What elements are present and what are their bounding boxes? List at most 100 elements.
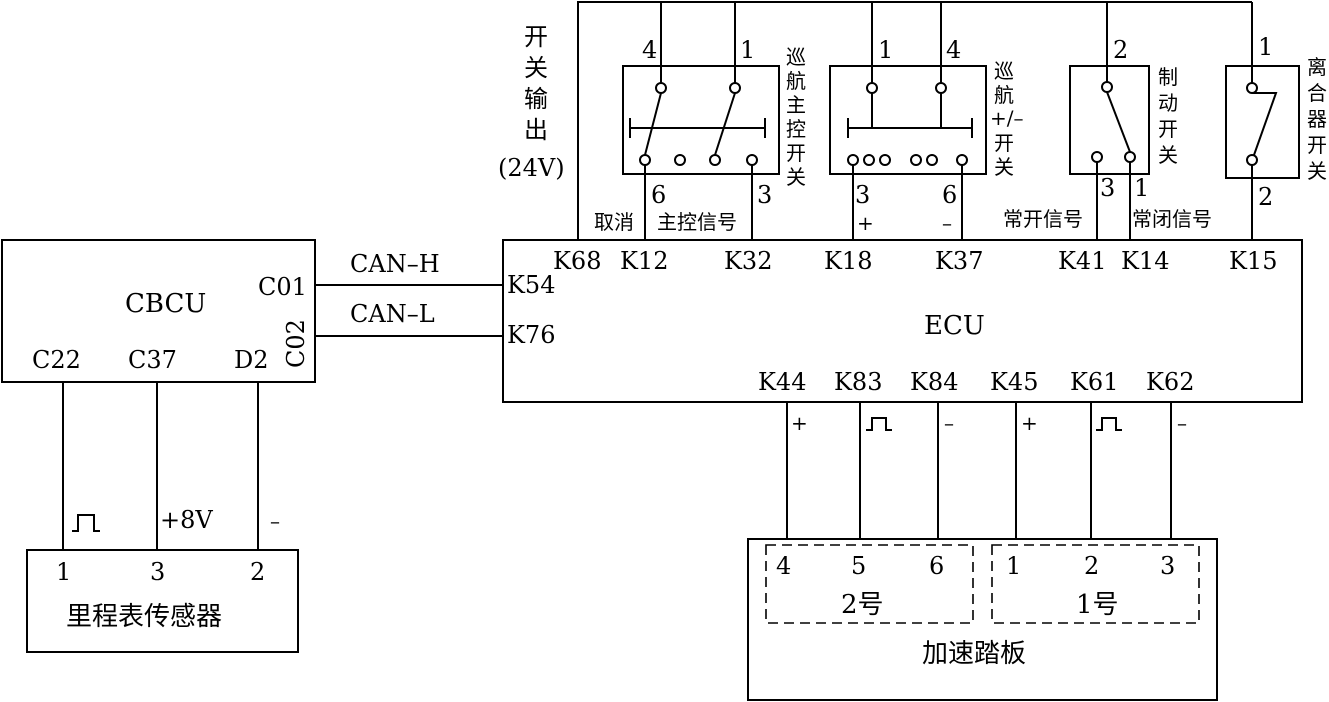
can-h-label: CAN–H <box>350 250 440 278</box>
odometer-name: 里程表传感器 <box>66 602 222 632</box>
brake-switch-nc-signal: 常闭信号 <box>1132 207 1212 231</box>
cbcu-pin-c37: C37 <box>128 346 177 374</box>
pm-switch-char-1: 巡 <box>994 59 1014 83</box>
brake-switch-char-3: 开 <box>1158 117 1178 141</box>
main-switch-char-2: 航 <box>786 69 806 93</box>
brake-switch-pin-3: 3 <box>1100 174 1115 202</box>
can-bus: CAN–H CAN–L <box>315 250 503 337</box>
main-switch-char-6: 关 <box>786 165 806 189</box>
can-l-label: CAN–L <box>350 300 435 328</box>
brake-switch-char-4: 关 <box>1158 143 1178 167</box>
odometer-power-label: +8V <box>160 506 213 534</box>
ecu-pin-k84: K84 <box>910 368 958 396</box>
ecu-pin-k18: K18 <box>824 247 872 275</box>
main-switch-main-signal: 主控信号 <box>657 210 737 234</box>
pedal-plus-sign-a: + <box>791 411 808 435</box>
main-switch-pin-1: 1 <box>740 36 755 64</box>
pulse-signal-icon <box>1096 417 1122 431</box>
clutch-switch: 1 2 离 合 器 开 关 <box>1225 33 1327 240</box>
odometer-ground-label: – <box>270 509 280 533</box>
brake-switch-no-signal: 常开信号 <box>1003 207 1083 231</box>
clutch-switch-pin-1: 1 <box>1258 33 1273 61</box>
cbcu-pin-c22: C22 <box>32 346 81 374</box>
ecu-pin-k68: K68 <box>553 247 601 275</box>
accelerator-pedal: + – + – 4 5 6 1 2 3 2号 1号 加速踏板 <box>747 402 1218 701</box>
switch-output-bus: 开 关 输 出 (24V) <box>498 1 1253 240</box>
ecu-pin-k32: K32 <box>724 247 772 275</box>
switch-output-char-4: 出 <box>524 116 548 144</box>
sensor-2-group <box>765 544 974 624</box>
main-switch-pin-3: 3 <box>757 181 772 209</box>
brake-switch: 2 3 1 常开信号 常闭信号 制 动 开 关 <box>1003 36 1212 240</box>
ecu-pin-k15: K15 <box>1229 247 1277 275</box>
cruise-plus-minus-switch: 1 4 3 6 + – 巡 航 +/– 开 关 <box>829 36 1024 240</box>
ecu-module: ECU K68 K12 K32 K18 K37 K41 K14 K15 K54 … <box>502 239 1303 403</box>
main-switch-pin-6: 6 <box>651 181 666 209</box>
pedal-pin-6: 6 <box>929 552 944 580</box>
pedal-pin-2: 2 <box>1084 552 1099 580</box>
ecu-pin-k12: K12 <box>620 247 668 275</box>
switch-output-char-1: 开 <box>524 23 548 51</box>
pm-switch-char-2: 航 <box>994 83 1014 107</box>
switch-output-char-3: 输 <box>524 85 548 113</box>
pedal-pin-4: 4 <box>776 552 791 580</box>
brake-switch-pin-2: 2 <box>1113 36 1128 64</box>
pedal-pin-5: 5 <box>851 552 866 580</box>
clutch-switch-char-4: 开 <box>1307 133 1327 157</box>
brake-switch-pin-1: 1 <box>1134 174 1149 202</box>
sensor-1-group <box>991 544 1200 624</box>
odometer-pin-2: 2 <box>250 558 265 586</box>
main-switch-char-1: 巡 <box>786 45 806 69</box>
cbcu-name: CBCU <box>125 289 206 319</box>
ecu-pin-k76: K76 <box>507 321 555 349</box>
pm-switch-pm-label: +/– <box>990 106 1024 130</box>
pedal-minus-sign-b: – <box>1177 411 1187 435</box>
pedal-pin-3: 3 <box>1160 552 1175 580</box>
main-switch-cancel-signal: 取消 <box>594 210 634 234</box>
main-switch-pin-4: 4 <box>642 36 657 64</box>
ecu-pin-k37: K37 <box>935 247 983 275</box>
ecu-pin-k45: K45 <box>990 368 1038 396</box>
main-switch-char-5: 开 <box>786 141 806 165</box>
pedal-sensor-1-label: 1号 <box>1076 590 1119 620</box>
pedal-pin-1: 1 <box>1006 552 1021 580</box>
cbcu-module: CBCU C01 C02 C22 C37 D2 <box>1 239 316 383</box>
odometer-pin-3: 3 <box>150 558 165 586</box>
odometer-sensor: +8V – 1 3 2 里程表传感器 <box>26 382 299 653</box>
clutch-switch-char-2: 合 <box>1307 81 1327 105</box>
pedal-minus-sign-a: – <box>944 411 954 435</box>
clutch-switch-char-5: 关 <box>1307 159 1327 183</box>
ecu-pin-k54: K54 <box>507 271 555 299</box>
switch-output-char-2: 关 <box>524 54 548 82</box>
ecu-name: ECU <box>924 311 985 341</box>
pedal-sensor-2-label: 2号 <box>841 590 884 620</box>
ecu-pin-k41: K41 <box>1058 247 1106 275</box>
pm-switch-minus-sign: – <box>942 211 952 235</box>
cbcu-pin-c01: C01 <box>258 273 307 301</box>
ecu-pin-k44: K44 <box>758 368 806 396</box>
clutch-switch-char-3: 器 <box>1307 107 1327 131</box>
pedal-name: 加速踏板 <box>922 639 1026 669</box>
pm-switch-pin-1: 1 <box>878 36 893 64</box>
brake-switch-char-1: 制 <box>1158 65 1178 89</box>
pm-switch-char-4: 关 <box>994 155 1014 179</box>
cbcu-pin-c02: C02 <box>282 319 310 368</box>
main-switch-char-3: 主 <box>786 93 806 117</box>
pm-switch-pin-6: 6 <box>942 181 957 209</box>
clutch-switch-pin-2: 2 <box>1258 183 1273 211</box>
clutch-switch-char-1: 离 <box>1307 55 1327 79</box>
brake-switch-char-2: 动 <box>1158 91 1178 115</box>
ecu-pin-k62: K62 <box>1146 368 1194 396</box>
pm-switch-plus-sign: + <box>857 211 874 235</box>
pulse-signal-icon <box>72 514 100 532</box>
cbcu-pin-d2: D2 <box>234 346 269 374</box>
switch-output-voltage: (24V) <box>498 154 565 182</box>
cruise-main-switch: 4 1 6 3 取消 主控信号 巡 航 主 控 开 关 <box>594 36 806 240</box>
ecu-pin-k83: K83 <box>834 368 882 396</box>
ecu-pin-k14: K14 <box>1121 247 1169 275</box>
odometer-pin-1: 1 <box>56 558 71 586</box>
ecu-pin-k61: K61 <box>1070 368 1118 396</box>
pm-switch-pin-3: 3 <box>855 181 870 209</box>
main-switch-char-4: 控 <box>786 117 806 141</box>
